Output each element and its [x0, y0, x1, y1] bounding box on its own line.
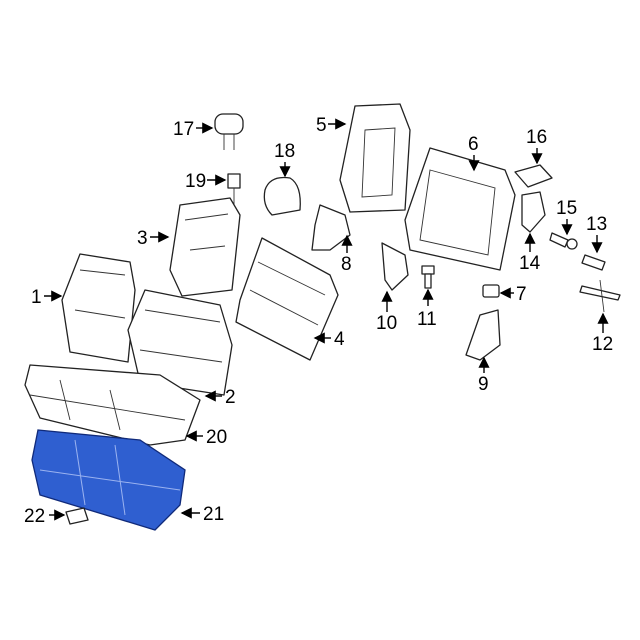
part-16-pad[interactable] — [514, 164, 553, 188]
part-21-cushion-pad[interactable] — [31, 429, 186, 531]
callout-11: 11 — [417, 309, 437, 330]
part-2-seatback[interactable] — [127, 289, 233, 396]
callout-22: 22 — [24, 506, 45, 527]
callout-1: 1 — [31, 287, 42, 308]
part-4-seatback-pad[interactable] — [235, 237, 339, 361]
part-20-cushion-cover[interactable] — [24, 364, 201, 446]
callout-14: 14 — [519, 253, 541, 274]
callout-21: 21 — [203, 504, 224, 525]
part-15-bolt[interactable] — [549, 232, 578, 250]
part-1-seatback[interactable] — [61, 253, 136, 363]
part-22-clip[interactable] — [65, 507, 89, 525]
callout-4: 4 — [334, 329, 345, 350]
part-10-bracket[interactable] — [381, 242, 409, 291]
callout-9: 9 — [478, 374, 489, 395]
callout-12: 12 — [592, 334, 613, 355]
part-12-hinge[interactable] — [579, 279, 621, 313]
part-9-bracket[interactable] — [465, 309, 501, 361]
callout-6: 6 — [468, 134, 479, 155]
callout-3: 3 — [137, 228, 148, 249]
callout-18: 18 — [274, 141, 295, 162]
part-13-bolt[interactable] — [581, 254, 606, 271]
callout-20: 20 — [206, 427, 227, 448]
callout-15: 15 — [556, 198, 577, 219]
part-11-bolt[interactable] — [421, 265, 435, 289]
part-14-bracket[interactable] — [521, 191, 546, 233]
callout-7: 7 — [516, 284, 527, 305]
part-8-bracket[interactable] — [311, 204, 351, 251]
callout-16: 16 — [526, 127, 547, 148]
part-18-headrest[interactable] — [263, 176, 301, 216]
callout-10: 10 — [376, 313, 397, 334]
part-6-seatback-frame[interactable] — [404, 147, 516, 271]
callout-19: 19 — [185, 171, 206, 192]
callout-5: 5 — [316, 115, 327, 136]
part-7-nut[interactable] — [482, 284, 500, 298]
part-5-seatback-frame[interactable] — [339, 103, 411, 213]
callout-8: 8 — [341, 254, 352, 275]
callout-2: 2 — [225, 387, 236, 408]
part-3-seatback-cover[interactable] — [169, 197, 241, 297]
part-19-guide[interactable] — [227, 173, 241, 205]
callout-17: 17 — [173, 119, 194, 140]
callout-13: 13 — [586, 214, 607, 235]
part-17-headrest[interactable] — [214, 113, 244, 150]
callouts: 17 18 19 5 6 16 15 13 3 8 14 1 7 10 11 1… — [24, 115, 613, 527]
